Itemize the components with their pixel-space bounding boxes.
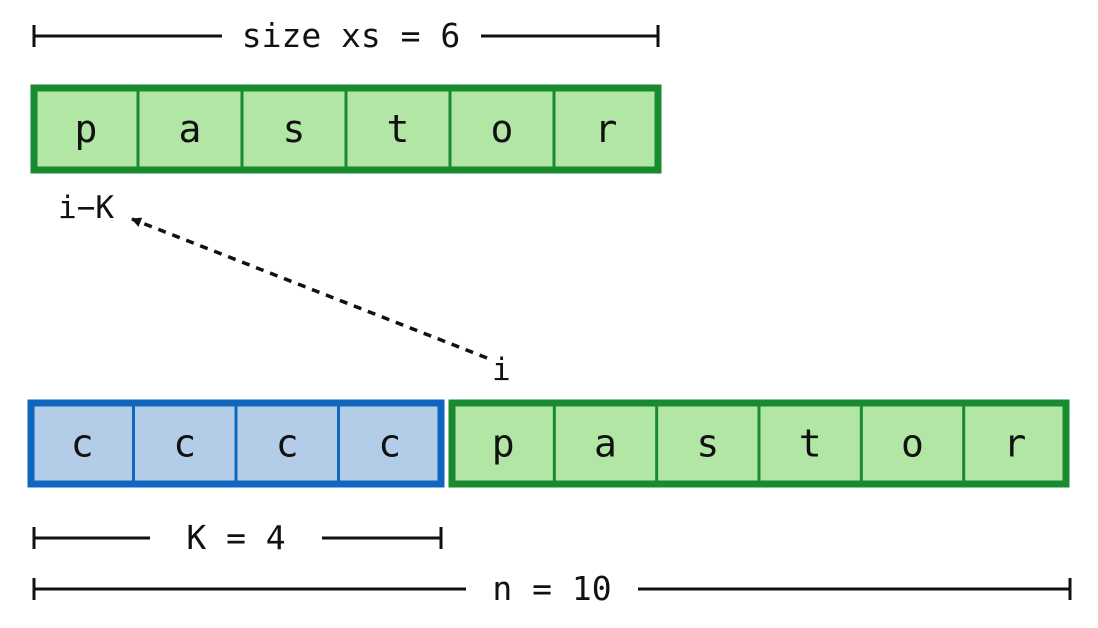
size-label: size xs = 6 xyxy=(242,16,461,55)
k-dimension: K = 4 xyxy=(32,518,443,557)
top-array-cell: t xyxy=(387,107,410,151)
top-array-cell: a xyxy=(179,107,202,151)
top-array-border xyxy=(30,84,662,174)
size-dimension: size xs = 6 xyxy=(32,16,660,55)
suffix-array-cell: r xyxy=(1003,422,1026,466)
k-label: K = 4 xyxy=(186,518,285,557)
i-minus-k-label: i−K xyxy=(58,190,114,226)
top-array-cell: o xyxy=(491,107,514,151)
suffix-array-cell: t xyxy=(799,422,822,466)
i-label: i xyxy=(492,352,511,388)
top-array-cell: s xyxy=(283,107,306,151)
suffix-array-cell: p xyxy=(492,422,515,466)
suffix-array-cell: a xyxy=(594,422,617,466)
prefix-array-border xyxy=(27,399,445,488)
index-mapping-arrow xyxy=(131,217,488,360)
prefix-array-cell: c xyxy=(173,422,196,466)
suffix-array-cell: o xyxy=(901,422,924,466)
prefix-array-cell: c xyxy=(71,422,94,466)
prefix-array-cell: c xyxy=(276,422,299,466)
n-label: n = 10 xyxy=(492,569,611,608)
suffix-array-border xyxy=(448,399,1070,488)
top-array-cell: r xyxy=(595,107,618,151)
n-dimension: n = 10 xyxy=(32,569,1072,608)
suffix-array-cell: s xyxy=(696,422,719,466)
prefix-array-cell: c xyxy=(378,422,401,466)
top-array-cell: p xyxy=(75,107,98,151)
